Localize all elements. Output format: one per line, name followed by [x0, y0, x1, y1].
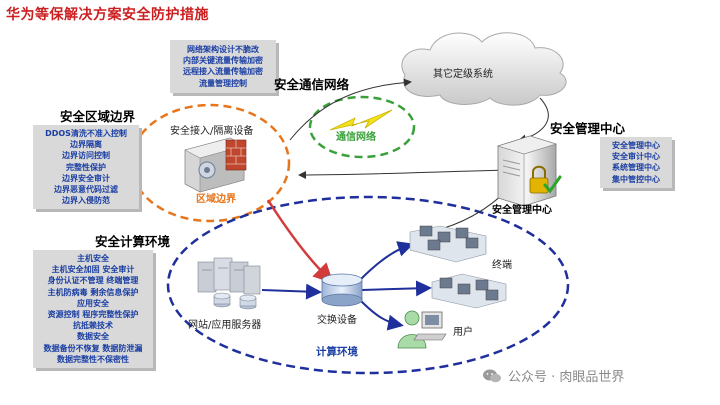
compute-env-item: 数据安全 — [77, 332, 109, 342]
switch-label: 交换设备 — [317, 315, 357, 326]
compute-env-item: 资源控制 程序完整性保护 — [47, 310, 139, 320]
compute-env-title: 安全计算环境 — [95, 234, 171, 249]
user-label: 用户 — [453, 327, 473, 338]
user-icon — [397, 310, 447, 349]
area-boundary-item: 边界恶意代码过滤 — [54, 185, 118, 195]
gateway-device-label: 安全接入/隔离设备 — [170, 126, 254, 137]
comm-network-link-label: 通信网络 — [336, 132, 376, 143]
comm-network-list: 网络架构设计不脆改 内部关键流量传输加密 远程接入流量传输加密 流量管理控制 — [170, 40, 276, 93]
mgmt-center-item: 安全审计中心 — [612, 152, 660, 162]
compute-env-item: 数据备份不恢复 数据防泄漏 — [43, 343, 143, 353]
compute-env-item: 主机防病毒 剩余信息保护 — [47, 287, 139, 297]
area-boundary-list: DDOS清洗不准入控制 边界隔离 边界访问控制 完整性保护 边界安全审计 边界恶… — [33, 125, 139, 210]
gateway-device-icon — [184, 137, 247, 193]
area-boundary-ellipse-label: 区域边界 — [196, 194, 236, 205]
compute-env-item: 主机安全 — [77, 254, 109, 263]
area-boundary-item: DDOS清洗不准入控制 — [45, 129, 127, 138]
comm-network-item: 远程接入流量传输加密 — [183, 67, 263, 77]
compute-env-item: 数据完整性不保密性 — [57, 354, 129, 364]
app-servers-label: 网站/应用服务器 — [188, 320, 262, 331]
arrow-boundary-to-cloud — [289, 78, 412, 141]
compute-env-ellipse-label: 计算环境 — [316, 346, 358, 358]
compute-env-list: 主机安全 主机安全加固 安全审计 身份认证不管理 终端管理 主机防病毒 剩余信息… — [33, 250, 153, 369]
area-boundary-item: 边界入侵防范 — [62, 196, 110, 206]
cloud-shape — [401, 32, 567, 106]
area-boundary-item: 边界隔离 — [70, 140, 102, 150]
area-boundary-ellipse — [129, 103, 291, 223]
cloud-label: 其它定级系统 — [433, 69, 493, 80]
terminal-label: 终端 — [492, 260, 512, 271]
area-boundary-item: 边界访问控制 — [62, 151, 110, 161]
lightning-icon — [329, 109, 393, 131]
compute-env-item: 应用安全 — [77, 298, 109, 308]
comm-network-title: 安全通信网络 — [274, 77, 350, 92]
arrow-switch-to-terminal2 — [361, 280, 432, 297]
comm-network-item: 流量管理控制 — [199, 78, 247, 88]
area-boundary-item: 完整性保护 — [66, 162, 106, 172]
mgmt-server-label: 安全管理中心 — [492, 205, 552, 216]
compute-env-item: 主机安全加固 安全审计 — [51, 265, 135, 275]
mgmt-center-title: 安全管理中心 — [550, 121, 626, 136]
comm-network-item: 内部关键流量传输加密 — [183, 56, 263, 66]
arrow-boundary-to-switch — [266, 199, 334, 284]
terminals-icon-2 — [431, 273, 507, 309]
page-title: 华为等保解决方案安全防护措施 — [6, 7, 209, 23]
mgmt-server-icon — [496, 135, 562, 207]
area-boundary-title: 安全区域边界 — [60, 109, 136, 124]
compute-env-item: 抗抵赖技术 — [73, 321, 113, 331]
arrow-switch-to-user — [359, 299, 404, 331]
app-servers-icon — [197, 257, 261, 310]
compute-env-ellipse — [166, 195, 570, 375]
mgmt-center-item: 安全管理中心 — [612, 141, 660, 150]
comm-network-ellipse — [308, 95, 416, 159]
area-boundary-item: 边界安全审计 — [62, 173, 110, 183]
mgmt-center-item: 系统管理中心 — [612, 163, 660, 173]
arrow-mgmt-to-boundary — [298, 169, 511, 179]
switch-icon — [321, 273, 363, 307]
arrow-servers-to-switch — [261, 283, 322, 300]
comm-network-item: 网络架构设计不脆改 — [187, 45, 259, 54]
mgmt-center-list: 安全管理中心 安全审计中心 系统管理中心 集中管控中心 — [600, 137, 672, 188]
watermark: 公众号 · 肉眼品世界 — [482, 366, 624, 385]
arrow-switch-to-terminal — [359, 241, 414, 281]
compute-env-item: 身份认证不管理 终端管理 — [47, 276, 139, 286]
wechat-icon — [482, 368, 502, 384]
mgmt-center-item: 集中管控中心 — [612, 174, 660, 184]
watermark-text: 公众号 · 肉眼品世界 — [508, 370, 625, 385]
terminals-icon — [409, 225, 487, 263]
